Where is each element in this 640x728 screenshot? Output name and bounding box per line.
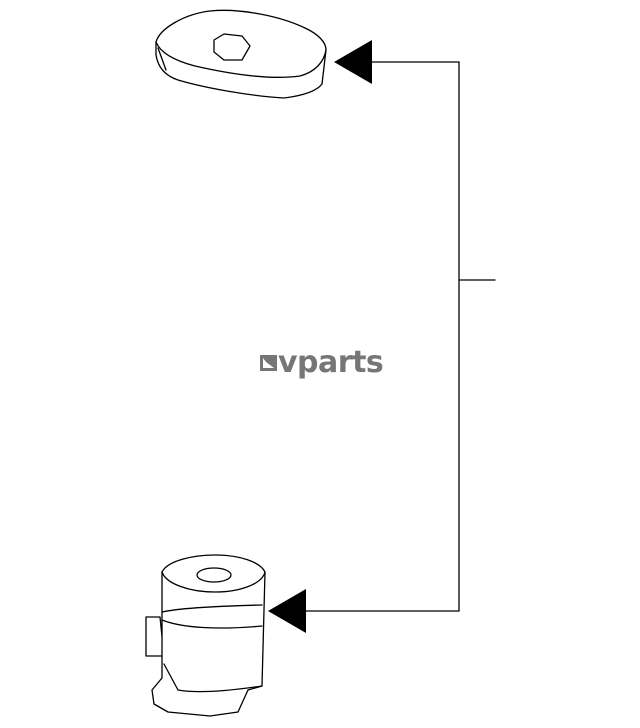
bushing-bottom-line — [163, 663, 263, 693]
bushing-body — [151, 554, 266, 717]
watermark-text: vparts — [278, 345, 383, 380]
bushing-top-rim — [161, 571, 266, 593]
watermark: vparts — [260, 345, 384, 380]
upper-arrow-icon — [334, 40, 372, 84]
bushing-lower-band — [161, 619, 263, 629]
upper-mount-side-line — [157, 47, 167, 71]
bushing-middle-band — [161, 604, 263, 613]
lower-bushing-part[interactable] — [145, 554, 266, 717]
lv-logo-icon — [260, 355, 277, 371]
bushing-hole-icon — [196, 567, 232, 583]
lower-arrow-icon — [268, 589, 306, 633]
leader-lines — [305, 61, 496, 612]
upper-mount-top-edge — [155, 41, 327, 78]
hex-socket-icon — [213, 33, 251, 61]
upper-mount-part[interactable] — [155, 9, 327, 99]
bushing-tab — [145, 616, 165, 657]
